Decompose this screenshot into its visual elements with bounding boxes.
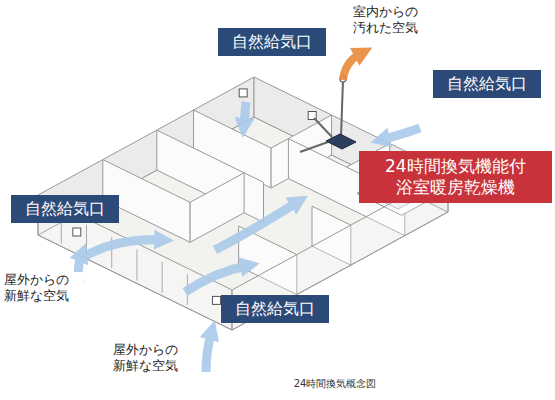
node-text: 自然給気口: [25, 199, 105, 219]
vent-label: 自然給気口: [218, 28, 326, 56]
duct-line: [314, 118, 332, 137]
fresh-air-arrow: [244, 102, 246, 124]
duct-line: [341, 80, 343, 137]
device-label: 24時間換気機能付 浴室暖房乾燥機: [359, 151, 553, 204]
fresh-air-arrow: [215, 203, 296, 250]
annotation-label: 室内からの 汚れた空気: [345, 4, 425, 37]
node-text: 24時間換気機能付 浴室暖房乾燥機: [375, 156, 537, 199]
vent-label: 自然給気口: [433, 70, 541, 98]
vent-label: 自然給気口: [221, 295, 329, 323]
air-vent: [212, 296, 220, 304]
duct-line: [300, 142, 328, 152]
air-vent: [239, 89, 247, 97]
airflow-group: [78, 54, 420, 372]
bath-dryer-unit: [326, 134, 356, 149]
fresh-air-arrow: [185, 266, 246, 292]
diagram-caption: 24時間換気概念図: [294, 377, 377, 391]
window-frame: [136, 249, 137, 280]
exhaust-air-arrow: [343, 54, 360, 80]
vent-label: 自然給気口: [11, 195, 119, 223]
node-text: 自然給気口: [235, 299, 315, 319]
node-text: 自然給気口: [447, 74, 527, 94]
air-vent: [73, 228, 81, 236]
fresh-air-arrow: [384, 128, 420, 139]
annotation-label: 屋外からの 新鮮な空気: [3, 272, 83, 305]
annotation-label: 屋外からの 新鮮な空気: [112, 342, 192, 375]
window-frame: [162, 262, 163, 293]
node-text: 自然給気口: [232, 32, 312, 52]
partition-wall: [190, 173, 244, 243]
fresh-air-arrow: [82, 240, 160, 258]
fresh-air-arrow: [206, 334, 211, 372]
duct-group: [300, 76, 356, 152]
